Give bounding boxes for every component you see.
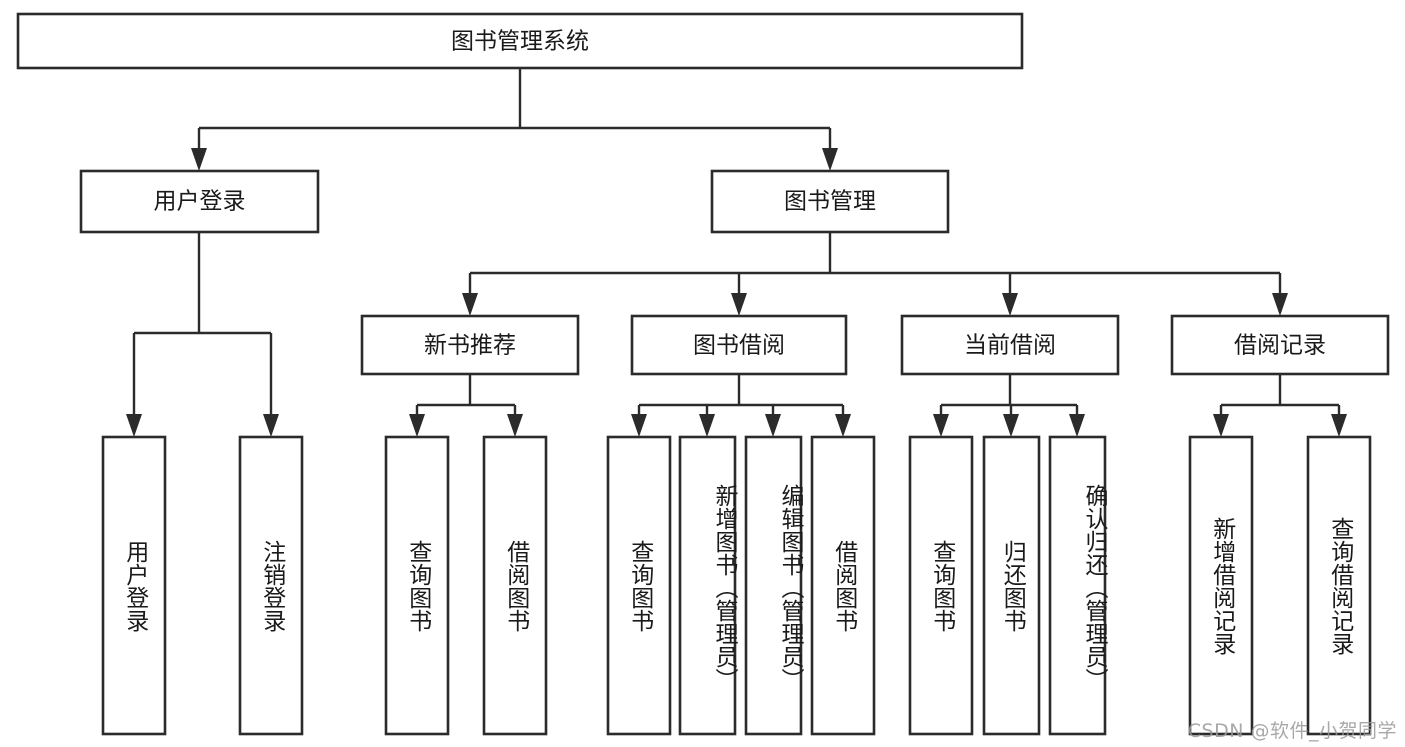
node-book-borrow[interactable]: 图书借阅 xyxy=(630,314,848,376)
arrow-head-leaf-borrow-book-1 xyxy=(507,414,523,437)
node-leaf-confirm-return-box[interactable] xyxy=(1048,435,1107,736)
node-user-login[interactable]: 用户登录 xyxy=(79,169,320,234)
node-new-book-recommend-box[interactable] xyxy=(360,314,580,376)
csdn-watermark: CSDN @软件_小贺同学 xyxy=(1187,720,1397,742)
node-book-borrow-box[interactable] xyxy=(630,314,848,376)
node-root-box[interactable] xyxy=(16,12,1024,70)
node-leaf-logout-box[interactable] xyxy=(238,435,304,736)
node-borrow-record[interactable]: 借阅记录 xyxy=(1170,314,1390,376)
node-leaf-return-book-box[interactable] xyxy=(982,435,1041,736)
node-root-label: 图书管理系统 xyxy=(451,29,589,55)
arrow-head-leaf-borrow-book-2 xyxy=(835,414,851,437)
node-leaf-query-book-1-box[interactable] xyxy=(384,435,450,736)
node-current-borrow-label: 当前借阅 xyxy=(964,333,1056,359)
node-root[interactable]: 图书管理系统 xyxy=(16,12,1024,70)
node-leaf-user-login-box[interactable] xyxy=(101,435,167,736)
arrow-head-leaf-query-book-1 xyxy=(409,414,425,437)
arrow-head-current-borrow xyxy=(1002,293,1018,316)
node-book-borrow-label: 图书借阅 xyxy=(693,333,785,359)
node-leaf-query-record-box[interactable] xyxy=(1306,435,1372,736)
arrow-head-leaf-query-record xyxy=(1331,414,1347,437)
arrow-head-borrow-record xyxy=(1272,293,1288,316)
node-new-book-recommend-label: 新书推荐 xyxy=(424,333,516,359)
arrow-head-leaf-add-record xyxy=(1213,414,1229,437)
arrow-head-leaf-confirm-return xyxy=(1069,414,1085,437)
node-leaf-borrow-book-2-box[interactable] xyxy=(810,435,876,736)
arrow-head-book-management xyxy=(822,148,838,171)
node-leaf-borrow-book-1-box[interactable] xyxy=(482,435,548,736)
arrow-head-leaf-query-book-3 xyxy=(933,414,949,437)
node-user-login-label: 用户登录 xyxy=(154,189,246,215)
node-leaf-add-book-box[interactable] xyxy=(678,435,737,736)
node-leaf-add-record-box[interactable] xyxy=(1188,435,1254,736)
connector-layer xyxy=(126,68,1347,437)
node-leaf-query-book-2-box[interactable] xyxy=(606,435,672,736)
arrow-head-leaf-query-book-2 xyxy=(631,414,647,437)
arrow-head-leaf-add-book xyxy=(699,414,715,437)
node-book-management-label: 图书管理 xyxy=(784,189,876,215)
node-current-borrow-box[interactable] xyxy=(900,314,1120,376)
arrow-head-leaf-return-book xyxy=(1003,414,1019,437)
node-borrow-record-box[interactable] xyxy=(1170,314,1390,376)
node-leaf-query-book-3-box[interactable] xyxy=(908,435,974,736)
node-user-login-box[interactable] xyxy=(79,169,320,234)
arrow-head-leaf-edit-book xyxy=(765,414,781,437)
arrow-head-leaf-logout xyxy=(263,414,279,437)
node-borrow-record-label: 借阅记录 xyxy=(1234,333,1326,359)
node-current-borrow[interactable]: 当前借阅 xyxy=(900,314,1120,376)
arrow-head-user-login xyxy=(191,148,207,171)
arrow-head-leaf-user-login xyxy=(126,414,142,437)
node-leaf-edit-book-box[interactable] xyxy=(744,435,803,736)
arrow-head-new-book-recommend xyxy=(462,293,478,316)
node-layer: 图书管理系统 用户登录 图书管理 新书推荐 图书借阅 当前 xyxy=(16,12,1390,736)
node-new-book-recommend[interactable]: 新书推荐 xyxy=(360,314,580,376)
node-book-management[interactable]: 图书管理 xyxy=(710,169,950,234)
node-book-management-box[interactable] xyxy=(710,169,950,234)
arrow-head-book-borrow xyxy=(731,293,747,316)
